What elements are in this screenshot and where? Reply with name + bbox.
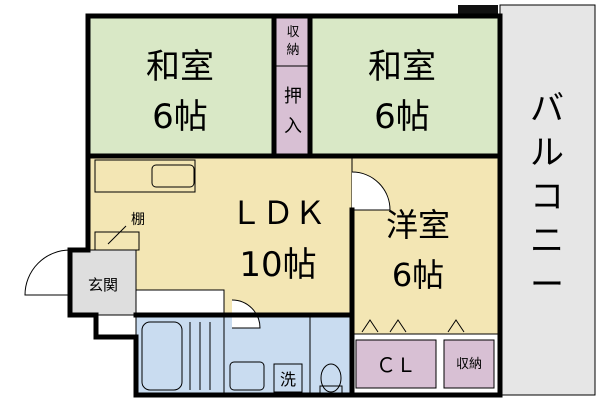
shuno-bottom-label: 収納 — [456, 357, 482, 372]
ldk-size: 10帖 — [239, 245, 316, 285]
tana-leader-line — [107, 225, 127, 245]
washitsu-right-size: 6帖 — [374, 97, 430, 137]
washing-machine-space — [273, 363, 303, 393]
balcony-char-3: コ — [530, 177, 564, 217]
entrance-door-swing — [24, 249, 71, 296]
shuno-bottom-door-marks — [447, 319, 465, 333]
washitsu-right-room — [309, 17, 501, 157]
cl-label: ＣＬ — [376, 353, 416, 377]
washitsu-right-name: 和室 — [368, 47, 436, 87]
sen-label: 洗 — [280, 370, 296, 389]
oshiire-label-2: 入 — [284, 116, 302, 137]
shuno-top-room — [275, 17, 311, 67]
oshiire-room — [275, 65, 311, 157]
ldk-name: ＬＤＫ — [230, 194, 326, 232]
wash-basin — [229, 361, 265, 391]
washitsu-left-size: 6帖 — [152, 97, 208, 137]
balcony-char-4: ニ — [530, 221, 564, 261]
balcony-char-1: バ — [530, 89, 564, 129]
yoshitsu-door-swing — [351, 171, 391, 211]
shuno-top-label-2: 納 — [286, 43, 299, 58]
outer-wall — [67, 13, 503, 398]
kitchen-sink — [151, 164, 195, 188]
cl-door-marks — [361, 319, 407, 333]
balcony-char-5: ー — [530, 265, 564, 305]
tana-label: 棚 — [131, 212, 145, 228]
bath-room — [135, 314, 225, 396]
kitchen-counter — [94, 159, 196, 193]
genkan-label: 玄関 — [88, 276, 118, 294]
balcony-char-2: ル — [530, 133, 564, 173]
cl-closet — [355, 339, 437, 389]
bathtub — [141, 321, 183, 391]
shuno-top-label-1: 収 — [286, 25, 299, 40]
yoshitsu-name: 洋室 — [386, 206, 450, 244]
toilet-room — [309, 314, 353, 396]
washitsu-left-name: 和室 — [146, 47, 214, 87]
toilet-bowl — [320, 363, 342, 393]
oshiire-label-1: 押 — [284, 86, 302, 107]
shuno-bottom-room — [443, 339, 495, 389]
balcony-area — [499, 4, 596, 396]
yoshitsu-size: 6帖 — [392, 256, 444, 294]
genkan-step — [95, 314, 137, 338]
